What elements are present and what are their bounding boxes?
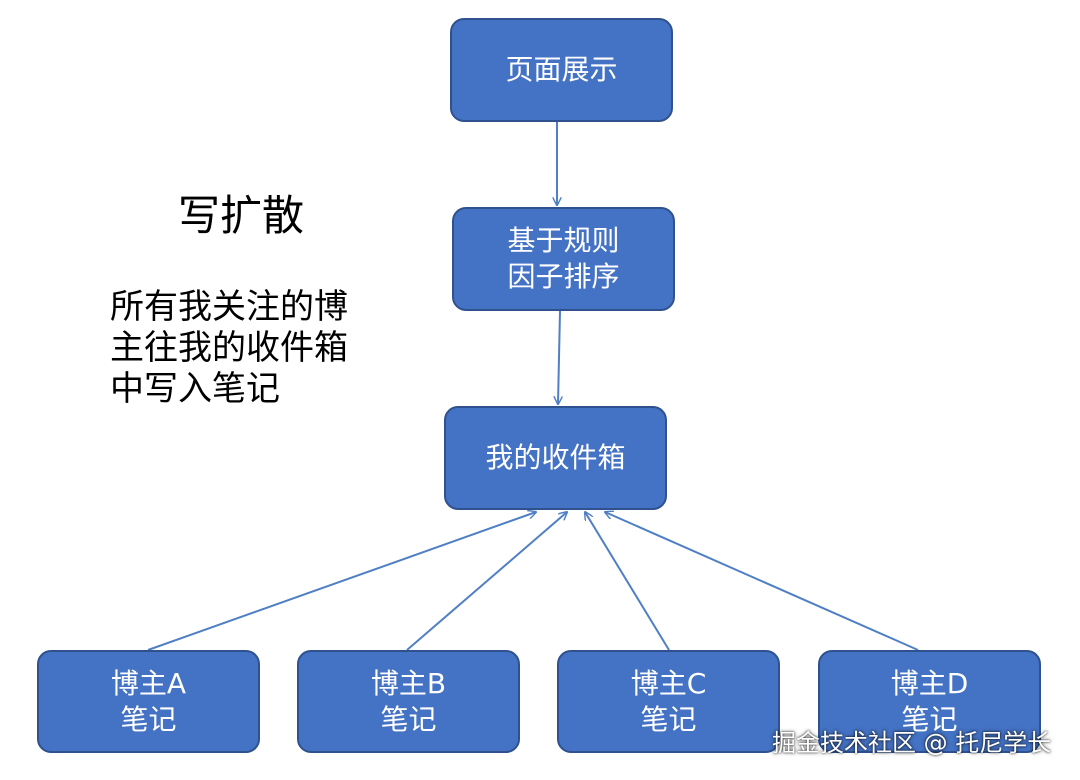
- description-line: 中写入笔记: [110, 369, 280, 409]
- node-blogger-a: 博主A 笔记: [37, 650, 260, 753]
- node-label: 笔记: [640, 702, 697, 736]
- diagram-heading: 写扩散: [178, 191, 305, 240]
- edge-blogger-b-to-inbox: [406, 512, 567, 651]
- node-page-display: 页面展示: [450, 18, 673, 122]
- node-label: 我的收件箱: [485, 441, 626, 474]
- node-rank: 基于规则 因子排序: [452, 207, 675, 311]
- edge-blogger-d-to-inbox: [605, 512, 919, 651]
- description-line: 主往我的收件箱: [110, 328, 348, 368]
- node-blogger-d: 博主D 笔记: [818, 650, 1041, 753]
- edge-blogger-a-to-inbox: [147, 512, 536, 651]
- diagram-description: 所有我关注的博 主往我的收件箱 中写入笔记: [110, 287, 348, 410]
- node-label: 笔记: [901, 702, 958, 736]
- edge-rank-to-inbox: [558, 310, 560, 404]
- node-label: 页面展示: [505, 53, 618, 86]
- node-label: 博主D: [890, 666, 969, 700]
- node-label: 基于规则: [507, 224, 620, 257]
- node-label: 博主A: [110, 666, 187, 700]
- watermark-text: 掘金技术社区 @ 托尼学长: [772, 729, 1052, 757]
- node-label: 博主C: [630, 666, 707, 700]
- description-line: 所有我关注的博: [110, 287, 348, 327]
- node-label: 因子排序: [507, 260, 620, 293]
- node-blogger-b: 博主B 笔记: [297, 650, 520, 753]
- node-label: 博主B: [370, 666, 447, 700]
- node-label: 笔记: [380, 702, 437, 736]
- edge-blogger-c-to-inbox: [585, 512, 670, 651]
- node-inbox: 我的收件箱: [444, 406, 667, 510]
- node-label: 笔记: [120, 702, 177, 736]
- node-blogger-c: 博主C 笔记: [557, 650, 780, 753]
